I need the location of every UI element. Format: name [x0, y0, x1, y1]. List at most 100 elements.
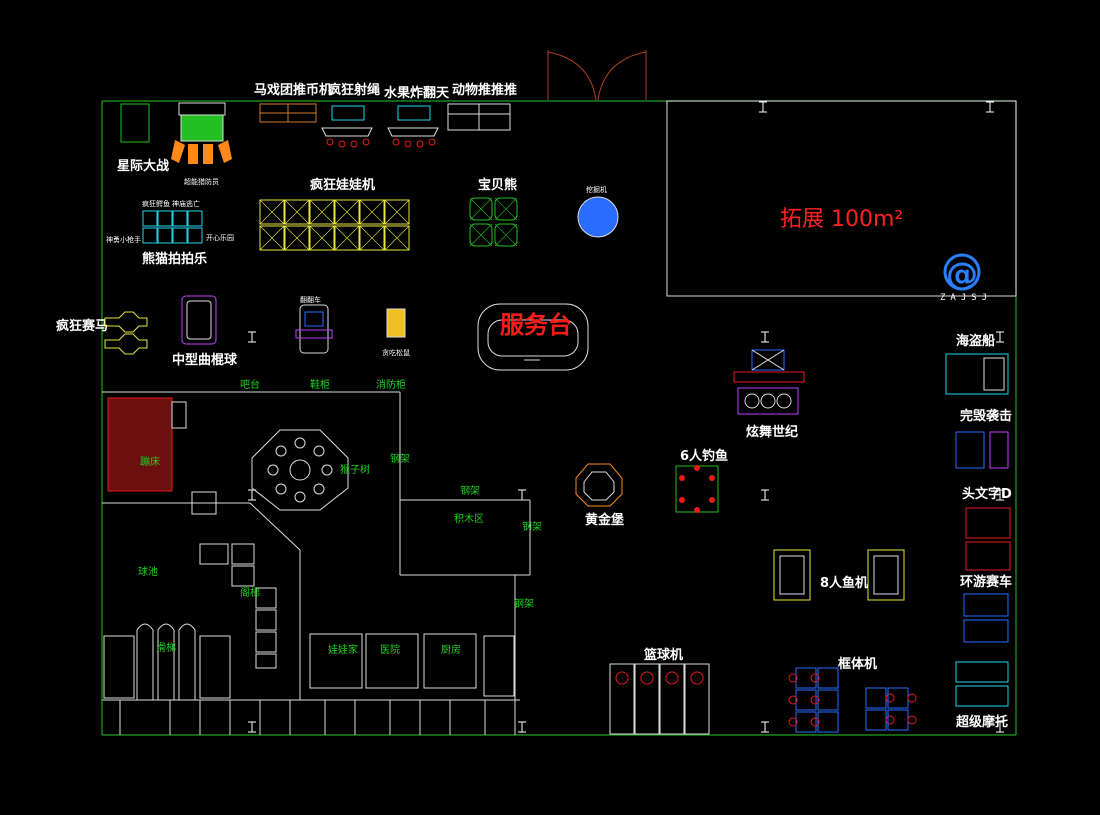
complete-attack	[955, 431, 1009, 469]
steel-1-label: 钢架	[390, 452, 410, 465]
claw-machine	[384, 225, 410, 251]
expansion-label: 拓展 100m²	[780, 207, 903, 232]
bridge-label: 阁梯	[240, 586, 260, 599]
pat-machine	[142, 210, 158, 227]
cabinet-machine	[817, 711, 839, 733]
logo-mark: @	[946, 255, 978, 293]
trampoline	[107, 397, 187, 492]
crazy-shoot-label: 疯狂射绳	[328, 82, 380, 98]
claw-cross	[284, 225, 310, 251]
coin-pusher	[259, 103, 317, 123]
claw-cross	[309, 199, 335, 225]
fish6-label: 6人钓鱼	[680, 448, 728, 464]
bear-machine-grid	[469, 197, 518, 247]
horse-label: 疯狂赛马	[56, 318, 108, 334]
kids-zone-walls	[102, 391, 531, 735]
golden-label: 黄金堡	[585, 512, 624, 528]
tree-label: 猴子树	[340, 463, 370, 476]
flip-car	[295, 304, 333, 354]
hockey-table	[181, 295, 217, 345]
hockey-label: 中型曲棍球	[172, 352, 238, 368]
bear-cross	[494, 223, 518, 247]
dig-machine	[577, 196, 619, 238]
pat-machine	[187, 227, 203, 244]
claw-machine	[284, 225, 310, 251]
blocks-label: 积木区	[454, 513, 484, 525]
pat-machine	[187, 210, 203, 227]
cabinet-machine	[795, 689, 817, 711]
claw-cross	[384, 225, 410, 251]
loop-race-label: 环游赛车	[960, 574, 1012, 590]
animal-push	[447, 103, 511, 131]
fruit-flip-label: 水果炸翻天	[384, 85, 450, 101]
complete-label: 完毁袭击	[960, 408, 1012, 424]
claw-cross	[359, 225, 385, 251]
claw-machine	[284, 199, 310, 225]
cabinet-seat	[810, 695, 820, 705]
play-houses	[309, 633, 515, 697]
column-markers	[248, 101, 1004, 733]
fish6-machine	[675, 465, 719, 513]
pirate-ship	[945, 353, 1009, 395]
boxer-label: 框体机	[838, 656, 877, 672]
initial-d-label: 头文字D	[962, 486, 1012, 502]
basket-machine	[609, 663, 635, 735]
bear-machine	[494, 223, 518, 247]
cabinet-seat	[788, 695, 798, 705]
snack-machine	[386, 308, 406, 338]
claw-machine-grid	[259, 199, 410, 251]
cabinet-machine	[795, 711, 817, 733]
initial-d-machines	[965, 507, 1011, 571]
cabinet-seat	[788, 717, 798, 727]
fish8-machines	[773, 549, 905, 601]
flip-car-label: 翻翻车	[300, 295, 321, 304]
super-label: 超能猎防员	[184, 177, 219, 186]
pat-machine	[157, 210, 173, 227]
steel-3-label: 钢架	[522, 520, 542, 533]
claw-label: 疯狂娃娃机	[310, 177, 375, 193]
basket-label: 篮球机	[643, 647, 683, 663]
bear-cross	[469, 197, 493, 221]
dance-label: 炫舞世纪	[746, 424, 798, 440]
basket-hoop	[615, 671, 629, 685]
bear-machine	[469, 197, 493, 221]
claw-cross	[259, 225, 285, 251]
pat-machine	[172, 227, 188, 244]
pat-machine	[142, 227, 158, 244]
claw-machine	[259, 199, 285, 225]
kitchen-label: 厨房	[441, 643, 461, 656]
logo: @ ZAJSJ	[940, 253, 987, 303]
claw-cross	[359, 199, 385, 225]
cabinet-seat	[788, 673, 798, 683]
golden-fort	[575, 463, 623, 507]
cabinet-seat	[907, 693, 917, 703]
cabinet-seat	[885, 693, 895, 703]
bar-label: 吧台	[240, 378, 260, 391]
basket-hoop	[690, 671, 704, 685]
basketball-machines	[609, 663, 710, 735]
steel-4-label: 钢架	[514, 597, 534, 610]
animal-push-label: 动物推推推	[452, 82, 517, 98]
fruit-flip	[387, 105, 439, 148]
claw-cross	[309, 225, 335, 251]
cabinet-machine	[865, 687, 887, 709]
claw-cross	[384, 199, 410, 225]
trampoline-label: 蹦床	[140, 455, 160, 468]
snack-label: 贪吃松鼠	[382, 348, 410, 357]
star-wars-machine	[120, 102, 232, 164]
outer-walls	[101, 100, 1017, 736]
cabinet-seat	[810, 673, 820, 683]
panda-pat-machines	[142, 210, 203, 244]
pat-group-4-label: 开心乐园	[206, 233, 234, 242]
cabinet-machine	[865, 709, 887, 731]
fish8-label: 8人鱼机	[820, 575, 868, 591]
claw-machine	[334, 225, 360, 251]
claw-cross	[284, 199, 310, 225]
pat-group-1-label: 疯狂鳄鱼	[142, 199, 170, 208]
monkey-tree	[251, 429, 349, 511]
ball-pool-blocks	[191, 491, 277, 669]
pirate-label: 海盗船	[956, 333, 995, 349]
cabinet-machine	[795, 667, 817, 689]
expansion-area	[666, 100, 1017, 297]
